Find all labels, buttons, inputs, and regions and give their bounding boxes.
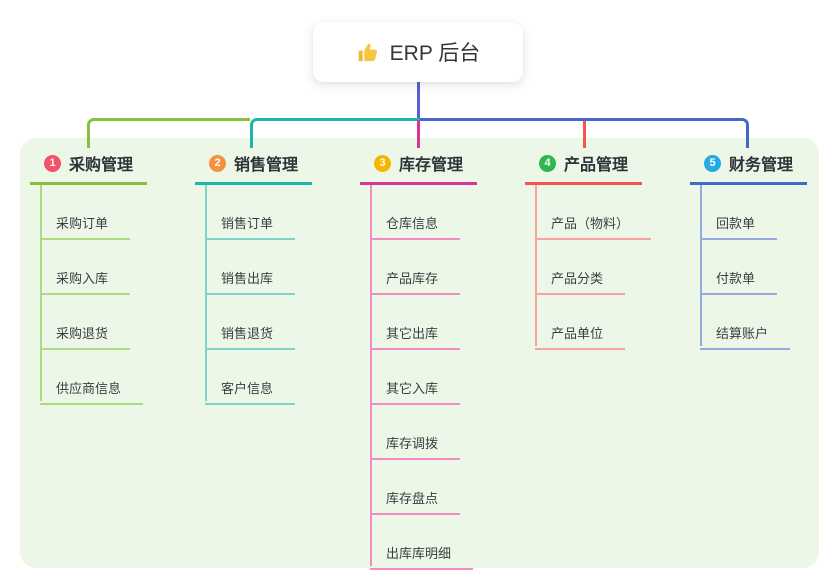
node-outbound-detail[interactable]: 出库库明细 [370,515,474,570]
connector-branch-1-line [87,118,250,148]
branch-spine-line [205,185,207,401]
branch-spine-line [370,185,372,566]
node-product-material[interactable]: 产品（物料） [535,185,652,240]
node-warehouse-info[interactable]: 仓库信息 [370,185,461,240]
branch-spine-line [700,185,702,346]
node-purchase-inbound[interactable]: 采购入库 [40,240,131,295]
node-customer-info[interactable]: 客户信息 [205,350,296,405]
connector-branch-3-line [417,120,420,148]
branch-inventory: 3 库存管理 仓库信息 产品库存 其它出库 其它入库 库存调拨 库存盘点 出库库… [360,148,477,570]
branch-number-badge: 5 [704,154,721,172]
branch-product: 4 产品管理 产品（物料） 产品分类 产品单位 [525,148,652,350]
node-sales-outbound[interactable]: 销售出库 [205,240,296,295]
branch-finance: 5 财务管理 回款单 付款单 结算账户 [690,148,807,350]
node-product-stock[interactable]: 产品库存 [370,240,461,295]
branch-label: 销售管理 [234,157,299,174]
branch-label: 库存管理 [399,157,464,174]
root-node-erp[interactable]: ERP 后台 [313,22,523,82]
node-sales-return[interactable]: 销售退货 [205,295,296,350]
node-other-outbound[interactable]: 其它出库 [370,295,461,350]
root-title: ERP 后台 [389,42,481,65]
branch-label: 产品管理 [564,157,629,174]
branch-spine-line [535,185,537,346]
branch-label: 财务管理 [729,157,794,174]
trunk-connector-line [417,80,420,120]
node-settlement-account[interactable]: 结算账户 [700,295,791,350]
branch-number-badge: 2 [209,154,226,172]
branch-number-badge: 4 [539,154,556,172]
connector-branch-2-line [250,118,420,148]
node-stock-transfer[interactable]: 库存调拨 [370,405,461,460]
branch-purchase-header[interactable]: 1 采购管理 [30,148,147,185]
branch-spine-line [40,185,42,401]
node-purchase-order[interactable]: 采购订单 [40,185,131,240]
branch-number-badge: 3 [374,154,391,172]
node-purchase-return[interactable]: 采购退货 [40,295,131,350]
connector-branch-5-line [420,118,749,148]
branch-purchase-items: 采购订单 采购入库 采购退货 供应商信息 [30,185,147,405]
node-supplier-info[interactable]: 供应商信息 [40,350,144,405]
branch-finance-items: 回款单 付款单 结算账户 [690,185,807,350]
branch-sales-items: 销售订单 销售出库 销售退货 客户信息 [195,185,312,405]
branches-panel [20,138,819,568]
node-product-unit[interactable]: 产品单位 [535,295,626,350]
branch-inventory-items: 仓库信息 产品库存 其它出库 其它入库 库存调拨 库存盘点 出库库明细 [360,185,477,570]
branch-product-header[interactable]: 4 产品管理 [525,148,642,185]
branch-sales: 2 销售管理 销售订单 销售出库 销售退货 客户信息 [195,148,312,405]
branch-finance-header[interactable]: 5 财务管理 [690,148,807,185]
branch-product-items: 产品（物料） 产品分类 产品单位 [525,185,652,350]
thumbs-up-icon [356,41,379,64]
branch-purchase: 1 采购管理 采购订单 采购入库 采购退货 供应商信息 [30,148,147,405]
node-payment-doc[interactable]: 付款单 [700,240,778,295]
node-stock-check[interactable]: 库存盘点 [370,460,461,515]
branch-number-badge: 1 [44,154,61,172]
node-receipt-doc[interactable]: 回款单 [700,185,778,240]
branch-sales-header[interactable]: 2 销售管理 [195,148,312,185]
branch-inventory-header[interactable]: 3 库存管理 [360,148,477,185]
branch-label: 采购管理 [69,157,134,174]
connector-branch-4-line [583,121,586,148]
node-sales-order[interactable]: 销售订单 [205,185,296,240]
node-other-inbound[interactable]: 其它入库 [370,350,461,405]
node-product-category[interactable]: 产品分类 [535,240,626,295]
